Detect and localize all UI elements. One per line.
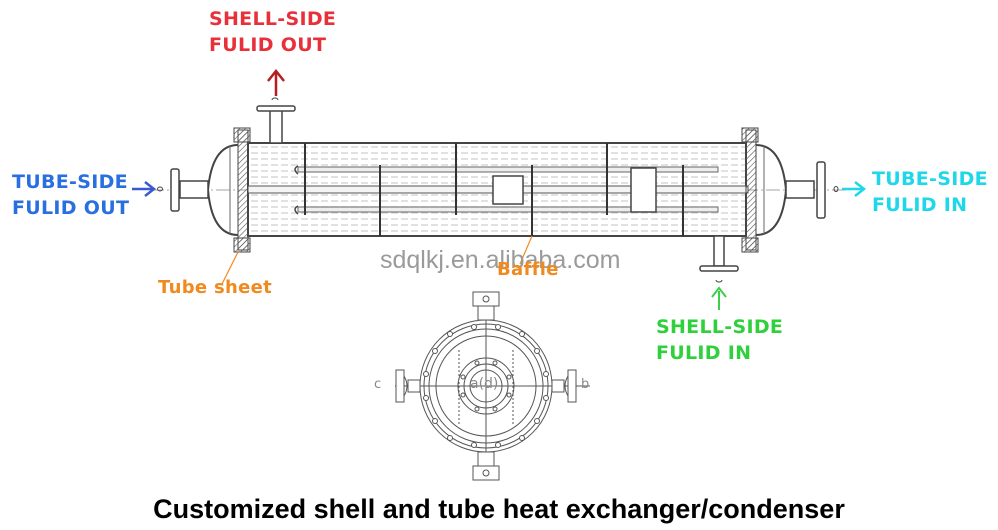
- label-line: SHELL-SIDE: [209, 8, 337, 30]
- tube-side-fluid-out-label: TUBE-SIDE FULID OUT: [12, 169, 129, 221]
- end-view-mark-center: a(d): [470, 376, 499, 392]
- left-tube-sheet: [170, 127, 251, 253]
- caption: Customized shell and tube heat exchanger…: [153, 494, 845, 524]
- shell-out-arrow-icon: [267, 68, 285, 96]
- shell-in-arrow-icon: [711, 286, 727, 310]
- tube-in-arrow-icon: [833, 181, 867, 197]
- tube-sheet-leader-line: [221, 251, 239, 285]
- label-line: FULID IN: [656, 342, 752, 364]
- tube-sheet-label: Tube sheet: [158, 277, 273, 298]
- shell-side-fluid-out-label: SHELL-SIDE FULID OUT: [209, 6, 336, 58]
- watermark: sdqlkj.en.alibaba.com: [380, 246, 621, 274]
- shell-side-fluid-in-label: SHELL-SIDE FULID IN: [656, 314, 783, 366]
- label-line: TUBE-SIDE: [872, 168, 988, 190]
- baffle-label: Baffle: [497, 259, 559, 280]
- shell-inlet-nozzle: [699, 235, 739, 283]
- baffle-leader-line: [519, 235, 533, 265]
- end-view-mark-c: c: [374, 377, 382, 392]
- shell-body: [150, 142, 850, 237]
- end-view-drawing: [395, 291, 590, 481]
- end-view-mark-b: b: [581, 377, 590, 392]
- label-line: TUBE-SIDE: [12, 171, 128, 193]
- tube-out-arrow-icon: [132, 181, 163, 197]
- label-line: FULID OUT: [12, 197, 130, 219]
- label-line: FULID IN: [872, 194, 968, 216]
- right-tube-sheet: [741, 127, 826, 253]
- shell-outlet-nozzle: [256, 97, 296, 144]
- tube-side-fluid-in-label: TUBE-SIDE FULID IN: [872, 166, 988, 218]
- label-line: SHELL-SIDE: [656, 316, 784, 338]
- label-line: FULID OUT: [209, 34, 327, 56]
